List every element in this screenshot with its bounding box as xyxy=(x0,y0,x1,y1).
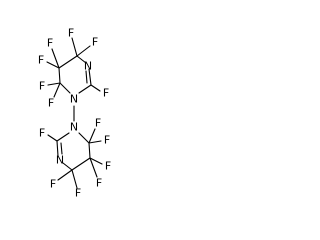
fluorine-atom: F xyxy=(68,27,74,40)
fluorine-atom: F xyxy=(75,187,81,200)
nitrogen-atom-n1-lower: N xyxy=(70,121,78,134)
bond xyxy=(57,169,73,181)
bond xyxy=(56,132,70,142)
upper-fluorine-bonds xyxy=(46,37,101,98)
bond xyxy=(76,45,91,57)
bond xyxy=(58,67,61,84)
fluorine-atom: F xyxy=(38,54,44,67)
bond xyxy=(53,82,61,98)
bond xyxy=(78,84,92,94)
bond xyxy=(46,61,60,69)
fluorine-atom: F xyxy=(39,127,45,140)
bond xyxy=(59,82,71,94)
bond xyxy=(76,55,87,64)
bond xyxy=(56,140,59,157)
bond xyxy=(71,157,91,171)
bond xyxy=(88,68,92,86)
bond xyxy=(60,142,63,155)
fluorine-atom: F xyxy=(95,117,101,130)
fluorine-atom: F xyxy=(103,87,109,100)
bond xyxy=(71,169,78,189)
bond xyxy=(85,70,88,84)
fluorine-atom: F xyxy=(47,37,53,50)
bond xyxy=(88,140,102,144)
fluorine-atom: F xyxy=(39,80,45,93)
bond xyxy=(47,82,61,86)
bond xyxy=(58,55,78,69)
fluorine-atom: F xyxy=(105,160,111,173)
chemical-structure-diagram: N N N N F F F F F F F F F F F F F F xyxy=(38,27,111,200)
nitrogen-atom-n3-lower: N xyxy=(56,154,64,167)
bond xyxy=(47,134,58,142)
bond xyxy=(88,142,91,159)
bond xyxy=(71,37,78,57)
bond xyxy=(89,157,98,178)
bond xyxy=(51,48,60,69)
fluorine-atom: F xyxy=(48,97,54,110)
bond xyxy=(89,157,103,165)
nitrogen-atom-n3-upper: N xyxy=(84,60,92,73)
nitrogen-atom-n1-upper: N xyxy=(70,93,78,106)
bond xyxy=(88,128,96,144)
fluorine-atom: F xyxy=(96,177,102,190)
bond xyxy=(90,84,101,92)
fluorine-atom: F xyxy=(50,178,56,191)
bond xyxy=(78,132,90,144)
bond xyxy=(62,162,73,171)
lower-fluorine-bonds xyxy=(47,128,103,189)
fluorine-atom: F xyxy=(92,36,98,49)
upper-ring-bonds xyxy=(58,55,92,94)
lower-ring-bonds xyxy=(56,132,91,171)
fluorine-atom: F xyxy=(104,134,110,147)
